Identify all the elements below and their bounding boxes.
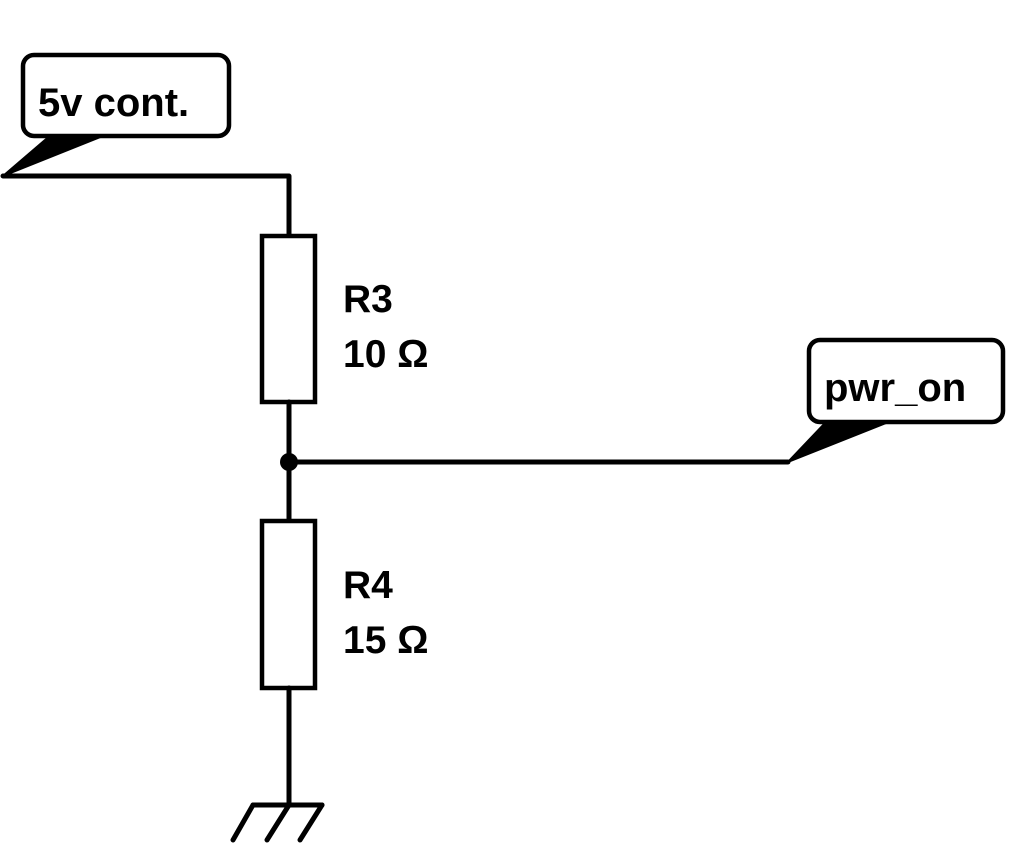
net-label-pwr-on-text: pwr_on [824,366,966,410]
resistor-r4-designator: R4 [343,564,393,607]
wire-supply-to-r3 [0,173,292,239]
net-label-5v-text: 5v cont. [38,81,189,125]
net-label-pwr-on-box [806,337,1006,425]
ground-icon [230,802,325,843]
resistor-r3: R3 10 Ω [259,233,428,405]
resistor-r3-designator: R3 [343,278,393,321]
resistor-r4: R4 15 Ω [259,518,428,691]
resistor-r3-value: 10 Ω [343,333,428,376]
resistor-r4-body [259,518,318,691]
net-label-pwr-on-flag [787,420,892,463]
net-label-5v-cont: 5v cont. [2,52,232,177]
resistor-r3-body [259,233,318,405]
resistor-r4-value: 15 Ω [343,619,428,662]
net-label-5v-box [20,52,232,139]
net-label-5v-flag [2,133,109,177]
net-label-pwr-on: pwr_on [787,337,1006,463]
